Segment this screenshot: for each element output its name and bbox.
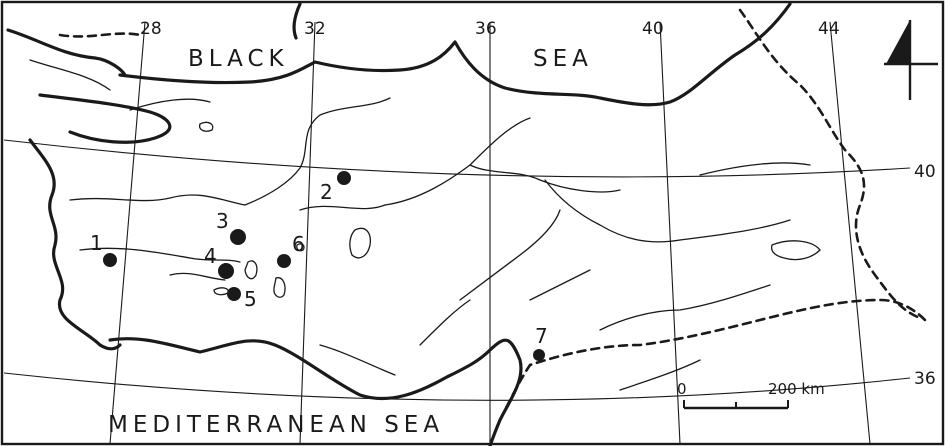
longitude-label-36: 36	[475, 19, 497, 39]
north-arrow-icon	[884, 20, 938, 100]
meridian-40	[659, 21, 681, 445]
border-east	[738, 8, 922, 320]
parallels	[3, 139, 911, 401]
lake-small-1	[213, 287, 229, 296]
marmara-coast	[38, 93, 172, 144]
site-label-5: 5	[244, 287, 257, 311]
label-black-sea-left: BLACK	[188, 46, 289, 72]
site-marker-7	[533, 349, 545, 361]
longitude-label-44: 44	[818, 19, 840, 39]
latitude-label-40: 40	[914, 162, 936, 182]
site-label-1: 1	[90, 231, 103, 255]
site-label-3: 3	[216, 209, 229, 233]
meridian-44	[829, 21, 871, 445]
scale-label-end: 200 km	[768, 380, 825, 398]
lake-egirdir	[273, 277, 286, 298]
longitude-label-32: 32	[304, 19, 326, 39]
site-marker-2	[337, 171, 351, 185]
lake-small-2	[296, 243, 305, 252]
border-south	[498, 298, 927, 422]
borders	[58, 8, 927, 422]
site-marker-5	[227, 287, 241, 301]
lakes	[199, 121, 821, 298]
aegean-coast	[28, 138, 122, 351]
longitude-label-40: 40	[642, 19, 664, 39]
site-label-4: 4	[204, 244, 217, 268]
lake-beysehir	[244, 260, 258, 280]
border-thrace	[58, 32, 142, 38]
site-marker-6	[277, 254, 291, 268]
site-label-2: 2	[320, 180, 333, 204]
site-marker-4	[218, 263, 234, 279]
site-label-7: 7	[535, 324, 548, 348]
lake-marmara-island	[199, 121, 214, 132]
black-sea-west-coast	[292, 2, 302, 40]
scale-label-start: 0	[677, 380, 687, 398]
label-black-sea-right: SEA	[533, 46, 593, 72]
meridians	[109, 21, 871, 445]
longitude-label-28: 28	[140, 19, 162, 39]
lake-van	[770, 240, 821, 261]
parallel-40	[3, 139, 911, 178]
coastline	[6, 2, 792, 446]
site-label-6: 6	[292, 232, 305, 256]
lake-tuz	[349, 227, 371, 259]
scale-bar: 0 200 km	[677, 380, 825, 410]
sites: 1 2 3 4 5 6 7	[90, 171, 548, 361]
latitude-label-36: 36	[914, 369, 936, 389]
site-marker-1	[103, 253, 117, 267]
parallel-36	[3, 372, 911, 401]
label-mediterranean-sea: MEDITERRANEAN SEA	[108, 412, 444, 438]
meridian-28	[109, 21, 146, 445]
site-marker-3	[230, 229, 246, 245]
rivers	[29, 59, 811, 391]
thrace-coast	[6, 28, 127, 77]
meridian-32	[299, 21, 316, 445]
black-sea-south-coast	[118, 2, 792, 107]
